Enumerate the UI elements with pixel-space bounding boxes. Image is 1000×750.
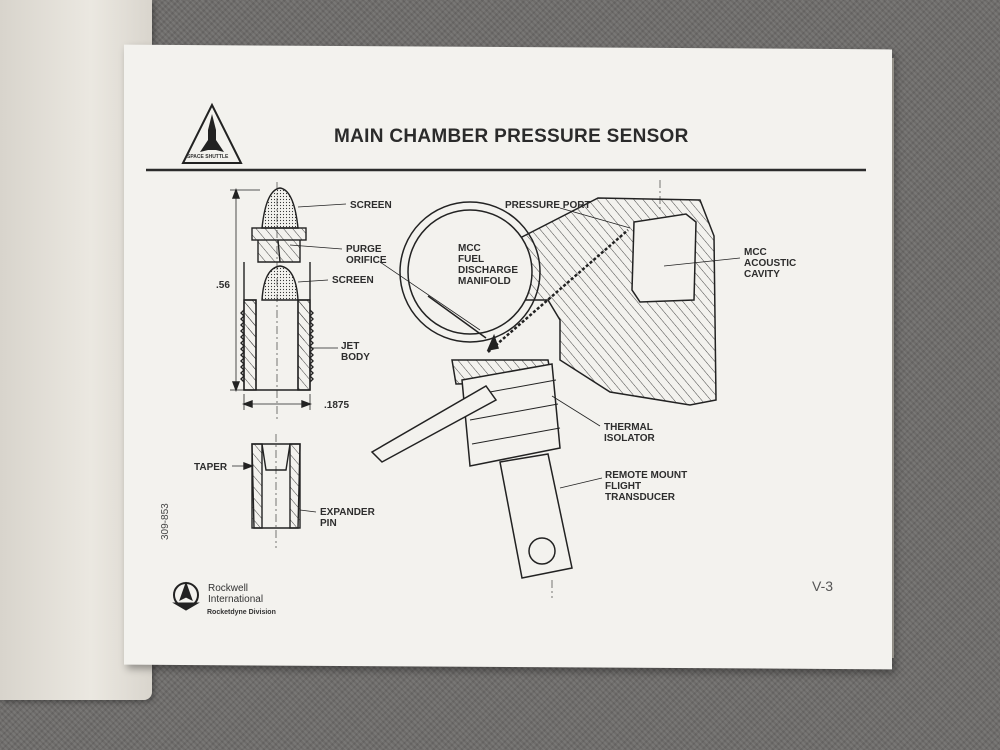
label-mcc-fuel-manifold: MCC FUEL DISCHARGE MANIFOLD [458, 243, 519, 287]
logo-text: SPACE SHUTTLE [187, 154, 229, 160]
expander-pin-drawing [232, 434, 317, 548]
label-mcc-acoustic-cavity: MCC ACOUSTIC CAVITY [744, 247, 797, 280]
space-shuttle-logo-icon [181, 102, 243, 164]
page-number: V-3 [812, 578, 834, 594]
document-number: 309-853 [160, 503, 171, 540]
label-dim-height: .56 [216, 280, 230, 291]
main-assembly-drawing [370, 180, 741, 598]
company-name: Rockwell International [208, 583, 264, 605]
page-title: MAIN CHAMBER PRESSURE SENSOR [334, 126, 689, 147]
label-expander-pin: EXPANDER PIN [320, 507, 375, 529]
label-thermal-isolator: THERMAL ISOLATOR [604, 422, 655, 444]
label-jet-body: JET BODY [341, 341, 370, 363]
label-screen-mid: SCREEN [332, 275, 374, 286]
jet-body-drawing [230, 182, 347, 420]
label-taper: TAPER [194, 462, 228, 473]
label-screen-top: SCREEN [350, 200, 392, 211]
label-dim-width: .1875 [324, 400, 350, 411]
label-purge-orifice: PURGE ORIFICE [346, 244, 387, 266]
division-name: Rocketdyne Division [207, 609, 276, 616]
label-remote-mount-transducer: REMOTE MOUNT FLIGHT TRANSDUCER [605, 470, 688, 503]
label-pressure-port: PRESSURE PORT [505, 200, 591, 211]
rockwell-logo-icon [172, 581, 200, 611]
